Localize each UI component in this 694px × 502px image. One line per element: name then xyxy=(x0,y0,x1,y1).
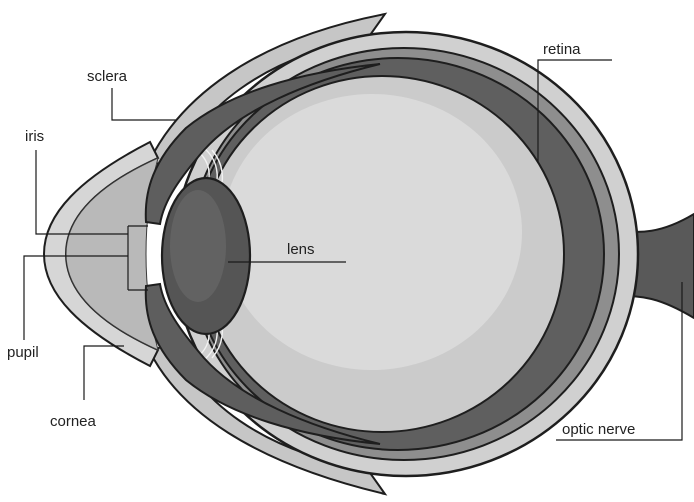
lens-highlight xyxy=(170,190,226,302)
sclera-leader xyxy=(112,88,176,120)
vitreous-highlight xyxy=(222,94,522,370)
iris-label: iris xyxy=(25,128,44,145)
cornea-leader xyxy=(84,346,124,400)
pupil-label: pupil xyxy=(7,344,39,361)
optic-nerve-label: optic nerve xyxy=(562,421,635,438)
cornea-label: cornea xyxy=(50,413,97,430)
lens-label: lens xyxy=(287,241,315,258)
sclera-label: sclera xyxy=(87,68,128,85)
retina-label: retina xyxy=(543,41,581,58)
